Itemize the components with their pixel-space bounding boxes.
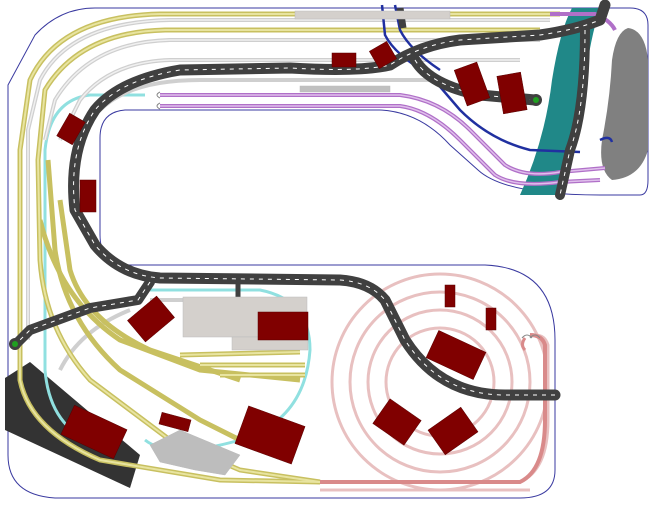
building-loop-small-1	[444, 284, 456, 308]
buildings	[56, 40, 528, 465]
building-loop-small-2	[485, 307, 497, 331]
building-lower-big	[234, 405, 306, 465]
platform-top	[294, 10, 451, 20]
building-top-1	[331, 52, 357, 68]
building-lower-mid	[158, 412, 192, 432]
building-loop-3	[427, 406, 479, 456]
building-center	[127, 295, 175, 343]
building-loop-2	[372, 398, 422, 446]
building-top-4	[496, 71, 528, 115]
building-loop-1	[425, 330, 487, 380]
building-lower-left	[60, 404, 128, 460]
baseboard-outline	[7, 7, 649, 499]
grey-tracks-inner	[27, 19, 550, 340]
building-left-1	[56, 112, 86, 146]
road-south	[10, 277, 155, 350]
signal-markers	[9, 94, 542, 350]
buffer-stops	[156, 91, 541, 339]
signal-right-light	[533, 97, 539, 103]
building-left-2	[79, 179, 97, 213]
rock-area	[601, 28, 648, 180]
building-top-2	[368, 40, 398, 70]
purple-tracks-inner	[160, 94, 606, 185]
yellow-tracks-inner	[19, 13, 560, 483]
building-top-3	[453, 61, 491, 107]
building-factory	[257, 311, 309, 341]
pink-track-dark	[320, 333, 547, 484]
platform-top-grey	[299, 85, 391, 93]
platform-diagonal	[149, 429, 241, 476]
signal-left-light	[12, 341, 18, 347]
pink-track-entry	[521, 337, 527, 352]
